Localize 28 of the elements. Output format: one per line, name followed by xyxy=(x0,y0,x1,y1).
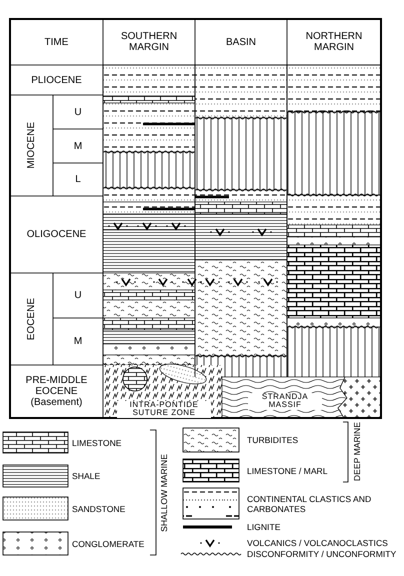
legend-label: DISCONFORMITY / UNCONFORMITY xyxy=(247,549,396,559)
subepoch-label: M xyxy=(74,336,82,347)
zone-label: INTRA-PONTIDE SUTURE ZONE xyxy=(117,400,211,418)
legend-label: TURBIDITES xyxy=(247,435,298,445)
subepoch-label: U xyxy=(74,290,82,301)
group-label: DEEP MARINE xyxy=(352,422,362,482)
column-header: TIME xyxy=(44,36,68,48)
legend-label: VOLCANICS / VOLCANOCLASTICS xyxy=(247,538,388,548)
group-label: SHALLOW MARINE xyxy=(159,454,169,532)
legend-label: SANDSTONE xyxy=(72,504,126,514)
legend-label: CONGLOMERATE xyxy=(72,538,144,548)
subepoch-label: U xyxy=(74,106,82,118)
epoch-label: PRE-MIDDLE EOCENE (Basement) xyxy=(24,375,88,408)
legend-label: CONTINENTAL CLASTICS AND CARBONATES xyxy=(247,494,372,514)
zone-label: STRANDJA MASSIF xyxy=(248,392,322,410)
subepoch-label: L xyxy=(75,174,81,185)
column-header: BASIN xyxy=(226,36,256,48)
legend-label: LIMESTONE xyxy=(72,438,122,448)
legend-label: LIMESTONE / MARL xyxy=(247,466,328,476)
column-header: NORTHERN MARGIN xyxy=(304,31,364,53)
epoch-label: OLIGOCENE xyxy=(26,229,86,240)
epoch-label: MIOCENE xyxy=(26,122,37,169)
column-header: SOUTHERN MARGIN xyxy=(120,31,178,53)
epoch-label: PLIOCENE xyxy=(31,74,82,86)
subepoch-label: M xyxy=(74,140,82,152)
legend-label: SHALE xyxy=(72,471,100,481)
epoch-label: EOCENE xyxy=(26,298,37,340)
legend-label: LIGNITE xyxy=(247,522,280,532)
